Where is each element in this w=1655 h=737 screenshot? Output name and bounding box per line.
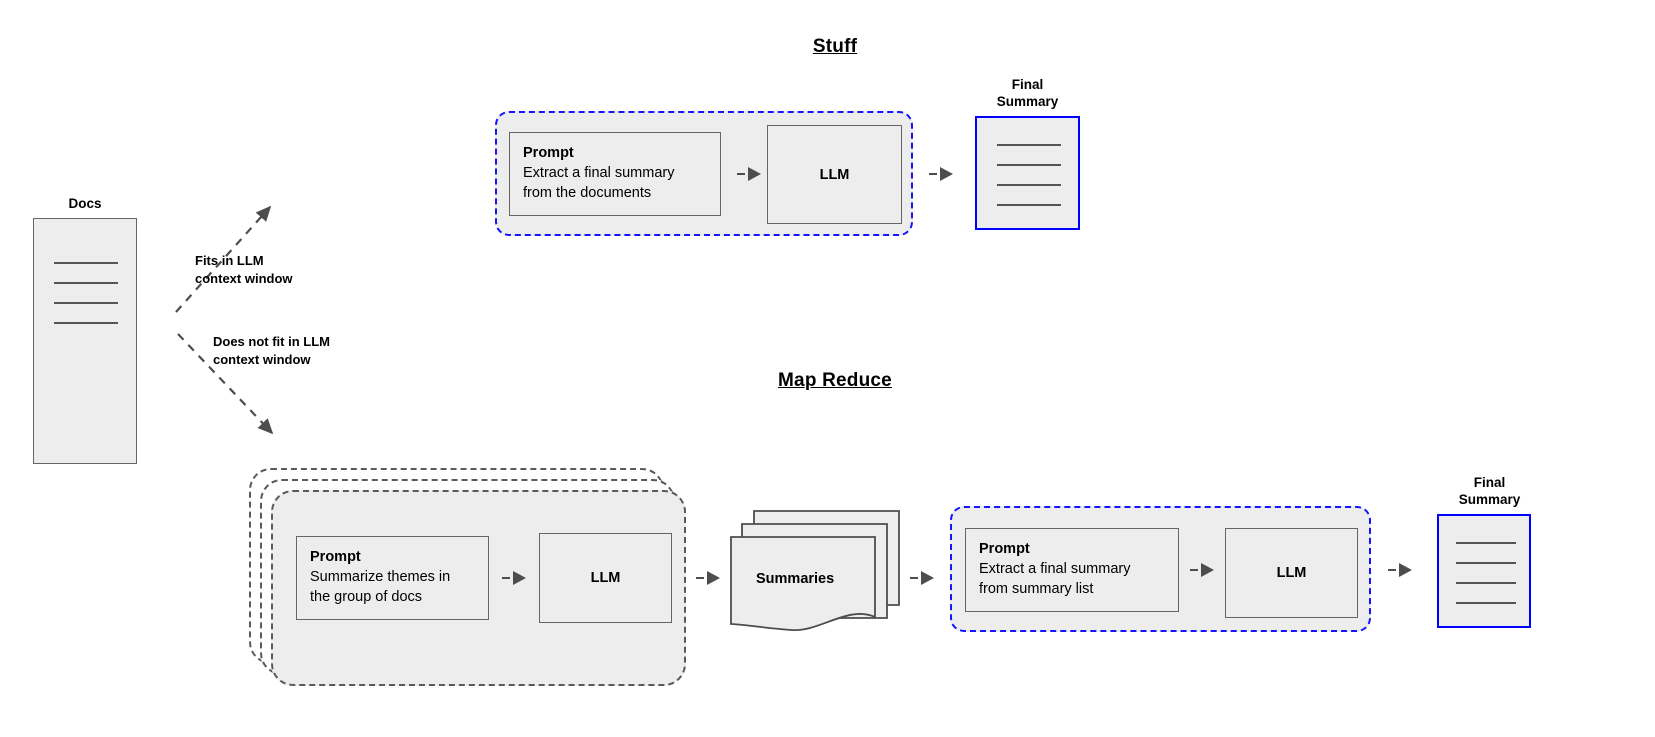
stuff-prompt-line1: Extract a final summary xyxy=(523,165,675,181)
branch-label-not-fits-line2: context window xyxy=(213,352,311,367)
arrow-head-icon xyxy=(940,167,953,181)
final-summary-rule-2 xyxy=(997,164,1061,166)
summaries-label: Summaries xyxy=(756,571,835,587)
stuff-final-summary-caption-line1: Final xyxy=(1011,77,1044,92)
reduce-llm-box: LLM xyxy=(1225,528,1358,618)
arrow-stub xyxy=(1190,569,1198,571)
final-summary-rule-1 xyxy=(1456,542,1516,544)
arrow-stub xyxy=(502,577,510,579)
branch-label-fits-line1: Fits in LLM xyxy=(195,253,264,268)
reduce-llm-label: LLM xyxy=(1276,565,1307,581)
map-llm-label: LLM xyxy=(590,570,621,586)
branch-label-fits-line2: context window xyxy=(195,271,293,286)
arrow-stub xyxy=(929,173,937,175)
map-prompt-box: Prompt Summarize themes in the group of … xyxy=(296,536,489,620)
final-summary-rule-1 xyxy=(997,144,1061,146)
arrow-head-icon xyxy=(921,571,934,585)
branch-label-fits: Fits in LLM context window xyxy=(195,252,495,288)
docs-rule-4 xyxy=(54,322,118,324)
final-summary-rule-4 xyxy=(1456,602,1516,604)
final-summary-rule-2 xyxy=(1456,562,1516,564)
summaries-document-stack: Summaries xyxy=(730,505,905,635)
arrow-stub xyxy=(910,577,918,579)
reduce-prompt-line1: Extract a final summary xyxy=(979,561,1131,577)
stuff-llm-label: LLM xyxy=(819,166,850,183)
map-arrow-llm-to-summaries xyxy=(696,571,720,585)
stuff-prompt-title: Prompt xyxy=(523,145,574,161)
map-arrow-prompt-to-llm xyxy=(502,571,526,585)
map-arrow-summaries-to-reduce xyxy=(910,571,934,585)
map-prompt-line2: the group of docs xyxy=(310,589,423,605)
stuff-prompt-box: Prompt Extract a final summary from the … xyxy=(509,132,721,216)
stuff-section-title: Stuff xyxy=(812,36,858,57)
arrow-head-icon xyxy=(1201,563,1214,577)
reduce-arrow-llm-to-final xyxy=(1388,563,1412,577)
map-reduce-section-title: Map Reduce xyxy=(778,370,892,391)
arrow-head-icon xyxy=(1399,563,1412,577)
stuff-final-summary-document xyxy=(975,116,1080,230)
reduce-final-summary-document xyxy=(1437,514,1531,628)
final-summary-rule-3 xyxy=(1456,582,1516,584)
docs-rule-1 xyxy=(54,262,118,264)
stuff-llm-box: LLM xyxy=(767,125,902,224)
stuff-final-summary-caption: Final Summary xyxy=(975,76,1080,110)
reduce-final-summary-caption-line2: Summary xyxy=(1458,492,1521,507)
stuff-final-summary-caption-line2: Summary xyxy=(996,94,1059,109)
arrow-stub xyxy=(696,577,704,579)
arrow-head-icon xyxy=(748,167,761,181)
map-prompt-title: Prompt xyxy=(310,549,361,565)
stuff-prompt-line2: from the documents xyxy=(523,185,652,201)
reduce-prompt-title: Prompt xyxy=(979,541,1030,557)
map-prompt-line1: Summarize themes in xyxy=(310,569,451,585)
docs-rule-3 xyxy=(54,302,118,304)
map-llm-box: LLM xyxy=(539,533,672,623)
arrow-stub xyxy=(1388,569,1396,571)
branch-arrow-down xyxy=(177,333,274,435)
reduce-prompt-box: Prompt Extract a final summary from summ… xyxy=(965,528,1179,612)
reduce-final-summary-caption-line1: Final xyxy=(1473,475,1506,490)
docs-rule-2 xyxy=(54,282,118,284)
docs-document xyxy=(33,218,137,464)
arrow-head-icon xyxy=(707,571,720,585)
branch-label-not-fits-line1: Does not fit in LLM xyxy=(213,334,330,349)
arrow-head-icon xyxy=(513,571,526,585)
reduce-final-summary-caption: Final Summary xyxy=(1437,474,1542,508)
stuff-arrow-llm-to-summary xyxy=(929,167,953,181)
branch-label-not-fits: Does not fit in LLM context window xyxy=(213,333,533,369)
final-summary-rule-4 xyxy=(997,204,1061,206)
docs-caption: Docs xyxy=(68,196,102,211)
arrow-stub xyxy=(737,173,745,175)
reduce-prompt-line2: from summary list xyxy=(979,581,1094,597)
stuff-arrow-prompt-to-llm xyxy=(737,167,761,181)
final-summary-rule-3 xyxy=(997,184,1061,186)
reduce-arrow-prompt-to-llm xyxy=(1190,563,1214,577)
